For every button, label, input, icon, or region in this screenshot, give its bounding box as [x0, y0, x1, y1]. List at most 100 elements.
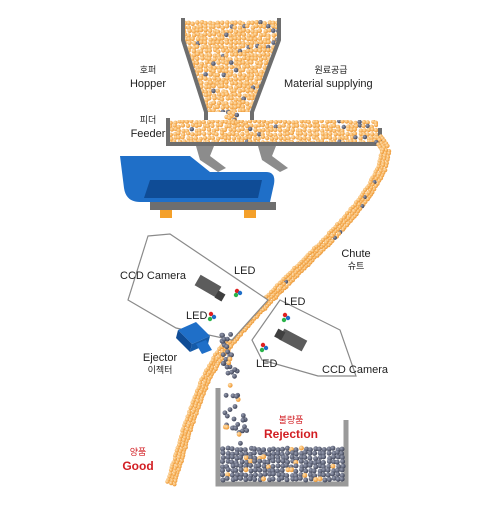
grain	[257, 123, 262, 128]
hopper-grains	[185, 20, 277, 112]
grain	[257, 48, 263, 53]
grain	[261, 120, 266, 124]
defect-grain	[353, 135, 358, 140]
grain	[219, 131, 225, 136]
defect-grain	[339, 446, 345, 452]
grain	[231, 136, 237, 141]
grain	[229, 52, 235, 57]
grain	[236, 103, 242, 109]
grain	[315, 132, 320, 137]
grain	[207, 32, 212, 38]
grain	[352, 139, 358, 142]
grain	[224, 68, 229, 74]
defect-grain	[262, 467, 268, 473]
defect-grain	[313, 456, 319, 462]
defect-grain	[283, 462, 289, 468]
defect-grain	[307, 450, 313, 456]
grain	[320, 131, 325, 137]
grain	[207, 56, 212, 62]
grain	[207, 48, 212, 53]
defect-grain	[275, 65, 277, 71]
grain	[233, 60, 239, 66]
grain	[370, 127, 375, 132]
grain	[211, 100, 217, 106]
grain	[344, 120, 349, 124]
grain	[211, 69, 216, 74]
supply-label-ko: 원료공급	[314, 65, 348, 75]
defect-grain	[247, 476, 253, 482]
defect-grain	[365, 123, 370, 129]
grain	[241, 27, 246, 33]
grain	[349, 127, 354, 133]
grain	[172, 466, 177, 471]
grain	[282, 136, 287, 142]
grain	[187, 40, 192, 45]
grain	[249, 60, 254, 65]
grain	[271, 105, 277, 111]
grain	[187, 28, 192, 33]
grain	[185, 61, 187, 66]
grain	[225, 48, 230, 54]
grain	[228, 28, 234, 34]
grain	[233, 52, 239, 57]
grain	[261, 52, 267, 57]
grain	[307, 140, 312, 142]
grain	[187, 96, 192, 101]
grain	[383, 148, 389, 153]
grain	[242, 55, 247, 61]
defect-grain	[325, 472, 331, 478]
defect-grain	[317, 446, 322, 452]
grain	[242, 84, 247, 89]
defect-grain	[290, 450, 295, 456]
grain	[270, 101, 276, 106]
grain	[373, 122, 378, 128]
grain	[193, 136, 198, 141]
grain	[258, 57, 264, 62]
defect-grain	[267, 471, 273, 477]
grain	[266, 47, 271, 53]
grain	[180, 443, 185, 448]
defect-grain	[248, 463, 253, 468]
defect-grain	[228, 60, 234, 65]
grain	[237, 61, 242, 66]
defect-grain	[221, 336, 227, 342]
grain	[269, 136, 275, 141]
grain	[302, 127, 307, 133]
grain	[330, 463, 336, 469]
grain	[189, 120, 194, 124]
defect-grain	[341, 124, 346, 130]
defect-grain	[312, 473, 318, 479]
defect-grain	[321, 472, 327, 478]
grain	[186, 88, 192, 93]
grain	[221, 48, 226, 53]
defect-grain	[231, 416, 237, 422]
grain	[202, 131, 207, 136]
grain	[211, 24, 216, 30]
defect-grain	[271, 451, 277, 457]
grain	[224, 424, 230, 430]
grain	[278, 132, 283, 137]
grain	[248, 36, 254, 42]
tray-support-left	[196, 146, 226, 172]
grain	[186, 81, 192, 86]
grain	[190, 21, 195, 27]
defect-grain	[307, 462, 313, 468]
grain	[245, 56, 251, 61]
grain	[270, 77, 275, 82]
grain	[240, 67, 246, 73]
grain	[254, 84, 260, 89]
grain	[190, 36, 195, 42]
grain	[340, 131, 345, 136]
grain	[245, 64, 251, 69]
defect-grain	[340, 459, 346, 464]
defect-grain	[225, 349, 231, 355]
hopper-wall-right	[250, 18, 281, 120]
defect-grain	[266, 451, 272, 457]
grain	[228, 127, 233, 132]
grain	[340, 120, 345, 124]
grain	[313, 477, 319, 482]
defect-grain	[224, 344, 230, 350]
grain	[344, 211, 350, 216]
defect-grain	[303, 459, 309, 465]
grain	[286, 136, 291, 141]
